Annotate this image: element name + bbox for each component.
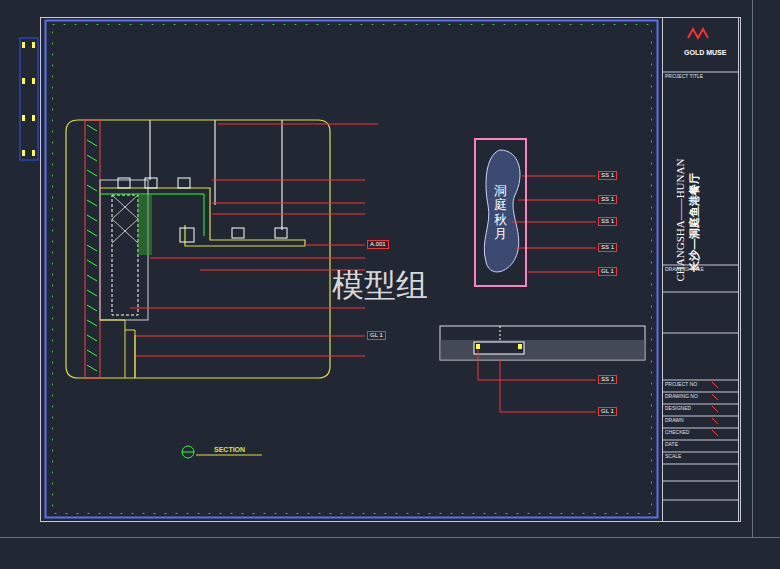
title-field: PROJECT NO [665,382,697,388]
title-field: DRAWING TITLE [665,267,704,273]
title-field: CHECKED [665,430,689,436]
section-title: SECTION [214,446,245,454]
callout-tag: SS 1 [598,375,617,384]
callout-tag: GL 1 [598,407,617,416]
logo-text: GOLD MUSE [684,49,726,57]
callout-tag: SS 1 [598,243,617,252]
title-field: DRAWN [665,418,684,424]
project-location: CHANGSHA——HUNAN [674,159,686,282]
title-field: PROJECT TITLE [665,74,703,80]
callout-tag: SS 1 [598,217,617,226]
callout-tag: SS 1 [598,171,617,180]
callout-tag: SS 1 [598,195,617,204]
medallion-panel: 洞庭秋月 [474,138,527,287]
title-field: DESIGNED [665,406,691,412]
inscription: 洞庭秋月 [494,184,507,241]
title-field: DRAWING NO [665,394,698,400]
callout-tag: GL 1 [367,331,386,340]
watermark: 模型组 [332,268,428,303]
project-name: 长沙—洞庭鱼港餐厅 [688,173,700,272]
title-field: DATE [665,442,678,448]
callout-tag: GL 1 [598,267,617,276]
title-field: SCALE [665,454,681,460]
callout-tag: A.001 [367,240,389,249]
